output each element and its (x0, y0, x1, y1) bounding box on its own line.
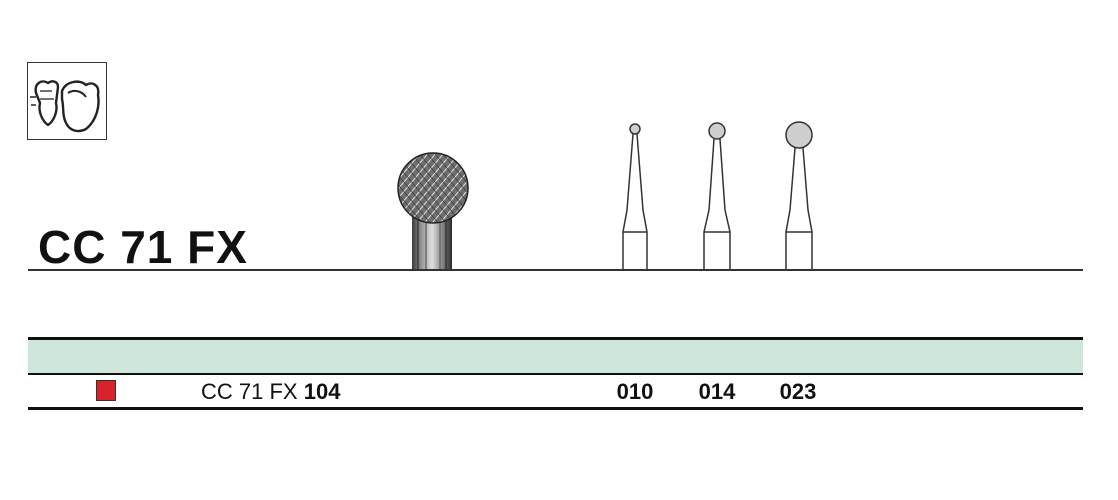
bur-illustrations (397, 121, 813, 269)
pictogram-box (27, 62, 107, 140)
order-code-prefix: CC 71 FX (201, 379, 298, 404)
table-bottom-rule (28, 407, 1083, 410)
tooth-crown-icon (30, 80, 100, 133)
bur-size-010-drawing (622, 123, 648, 269)
bur-size-014-drawing (703, 122, 731, 269)
bur-size-023-drawing (785, 121, 813, 269)
table-header-rule (28, 373, 1083, 375)
table-top-rule (28, 337, 1083, 340)
product-title: CC 71 FX (38, 221, 248, 273)
size-cell-010: 010 (616, 379, 654, 404)
baseline-rule (28, 269, 1083, 271)
bur-photo (397, 152, 469, 269)
table-header-band (28, 340, 1083, 373)
availability-marker (96, 380, 116, 401)
order-code-suffix: 104 (303, 379, 341, 404)
size-cell-014: 014 (698, 379, 736, 404)
size-cell-023: 023 (779, 379, 817, 404)
order-code: CC 71 FX 104 (201, 379, 340, 405)
